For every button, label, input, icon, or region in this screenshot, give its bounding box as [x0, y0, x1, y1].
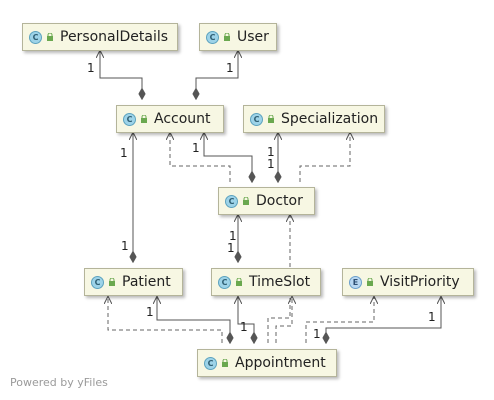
- multiplicity-label: 1: [87, 61, 95, 75]
- class-personal-details[interactable]: C PersonalDetails: [22, 23, 178, 51]
- multiplicity-label: 1: [267, 145, 275, 159]
- class-name: Patient: [122, 274, 171, 290]
- class-icon: C: [250, 112, 263, 126]
- lock-icon: [242, 197, 250, 205]
- lock-icon: [221, 359, 229, 367]
- class-name: PersonalDetails: [60, 29, 169, 45]
- multiplicity-label: 1: [120, 146, 128, 160]
- multiplicity-label: 1: [240, 320, 248, 334]
- lock-icon: [223, 33, 231, 41]
- lock-icon: [235, 278, 243, 286]
- multiplicity-label: 1: [192, 141, 200, 155]
- edge-account-doctor: [204, 133, 252, 182]
- edge-personaldetails-account: [100, 51, 142, 99]
- class-icon: C: [218, 275, 231, 289]
- lock-icon: [46, 33, 54, 41]
- lock-icon: [108, 278, 116, 286]
- class-name: VisitPriority: [380, 274, 460, 290]
- class-specialization[interactable]: C Specialization: [243, 105, 385, 133]
- multiplicity-label: 1: [226, 61, 234, 75]
- lock-icon: [140, 115, 148, 123]
- dep-appointment-patient: [108, 297, 223, 343]
- dep-doctor-specialization: [299, 133, 350, 182]
- class-visit-priority[interactable]: E VisitPriority: [342, 268, 474, 296]
- dep-doctor-account: [170, 133, 231, 182]
- class-name: Account: [154, 111, 211, 127]
- class-icon: C: [91, 275, 104, 289]
- footer-credit: Powered by yFiles: [10, 376, 108, 389]
- multiplicity-label: 1: [313, 327, 321, 341]
- lock-icon: [366, 278, 374, 286]
- class-icon: C: [206, 30, 219, 44]
- multiplicity-label: 1: [428, 310, 436, 324]
- edge-patient-appointment: [157, 297, 230, 343]
- class-icon: C: [204, 356, 217, 370]
- multiplicity-label: 1: [227, 241, 235, 255]
- class-icon: C: [225, 194, 238, 208]
- dep-appointment-timeslot: [275, 297, 292, 343]
- class-patient[interactable]: C Patient: [84, 268, 183, 296]
- multiplicity-label: 1: [146, 305, 154, 319]
- class-name: Doctor: [256, 193, 303, 209]
- class-icon: C: [29, 30, 42, 44]
- edge-timeslot-appointment: [238, 297, 254, 343]
- class-user[interactable]: C User: [199, 23, 277, 51]
- dep-appointment-doctor: [267, 215, 290, 343]
- class-icon: C: [123, 112, 136, 126]
- lock-icon: [267, 115, 275, 123]
- class-name: Specialization: [281, 111, 379, 127]
- enum-icon: E: [349, 275, 362, 289]
- edge-user-account: [196, 51, 238, 99]
- class-name: TimeSlot: [249, 274, 311, 290]
- class-account[interactable]: C Account: [116, 105, 224, 133]
- class-timeslot[interactable]: C TimeSlot: [211, 268, 321, 296]
- class-name: User: [237, 29, 269, 45]
- multiplicity-label: 1: [267, 157, 275, 171]
- multiplicity-label: 1: [121, 239, 129, 253]
- multiplicity-label: 1: [229, 229, 237, 243]
- class-appointment[interactable]: C Appointment: [197, 349, 337, 377]
- dep-appointment-visitpriority: [305, 297, 374, 343]
- class-name: Appointment: [235, 355, 326, 371]
- edge-visitpriority-appointment: [326, 297, 441, 343]
- class-doctor[interactable]: C Doctor: [218, 187, 315, 215]
